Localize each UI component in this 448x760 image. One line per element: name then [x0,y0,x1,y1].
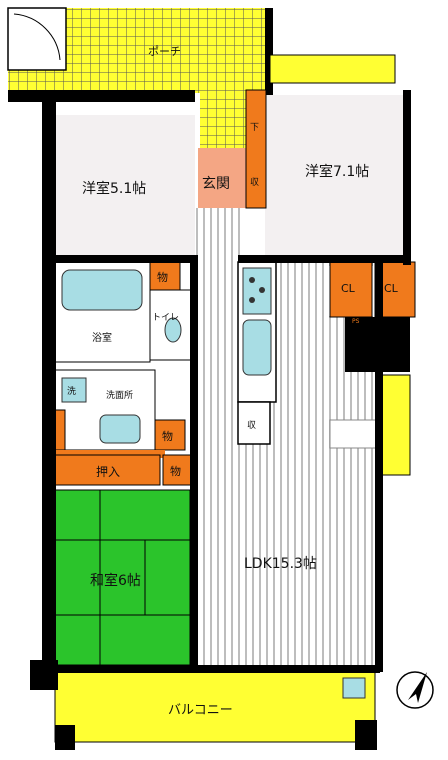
kitchen-counter: 収 [237,261,277,445]
storage-top-label: 物 [157,270,168,284]
hallway [195,208,240,668]
storage-mid[interactable]: 物 [154,419,186,451]
kitchen-storage-label: 収 [247,419,256,431]
western-room-b: 洋室7.1帖 [265,95,405,265]
linen-storage [54,409,66,451]
walls [8,90,411,750]
stove-icon [242,267,272,315]
sink-icon [99,414,141,444]
japanese-room: 和室6帖 [54,489,191,666]
kitchen-sink-icon [242,319,272,376]
washing-machine-icon [61,377,87,403]
bathtub-icon [61,269,143,311]
shoe-box-label: 下 [250,123,259,133]
outdoor-strip [269,54,396,84]
oshiire[interactable]: 押入 [54,454,161,486]
porch: ポーチ [7,7,273,148]
storage-mid-label: 物 [162,429,173,443]
closet-1-label: CL [341,282,356,295]
balcony-label: バルコニー [168,703,233,718]
washer-label: 洗 [67,385,76,397]
shoe-box-label-2: 収 [250,176,259,188]
shoe-box: 下 収 [245,89,267,209]
western-room-b-label: 洋室7.1帖 [305,163,369,180]
ps-label: PS [352,318,360,325]
porch-label: ポーチ [148,45,181,58]
balcony: バルコニー [54,671,376,743]
washroom: 洗 洗面所 [54,369,156,451]
storage-bottom[interactable]: 物 [162,454,194,486]
entrance-label: 玄関 [202,175,230,192]
oshiire-label: 押入 [96,465,120,479]
japanese-room-label: 和室6帖 [90,572,141,589]
north-arrow-icon [396,671,434,709]
closet-1[interactable]: CL [329,261,373,318]
toilet-room: トイレ [149,289,196,361]
storage-bottom-label: 物 [170,464,181,478]
washroom-label: 洗面所 [106,389,133,401]
toilet-icon [164,317,182,343]
toilet-label: トイレ [152,313,179,323]
side-balcony [377,374,411,476]
storage-top[interactable]: 物 [149,261,181,291]
bathroom: 浴室 [54,261,151,363]
outdoor-unit-icon [342,677,366,699]
western-room-a-label: 洋室5.1帖 [82,180,146,197]
pipe-space [55,450,165,458]
closet-2-label: CL [384,282,399,295]
bathroom-label: 浴室 [92,331,112,344]
western-room-a: 洋室5.1帖 [55,115,195,260]
ldk-label: LDK15.3帖 [244,556,317,572]
entrance: 玄関 [198,148,246,208]
